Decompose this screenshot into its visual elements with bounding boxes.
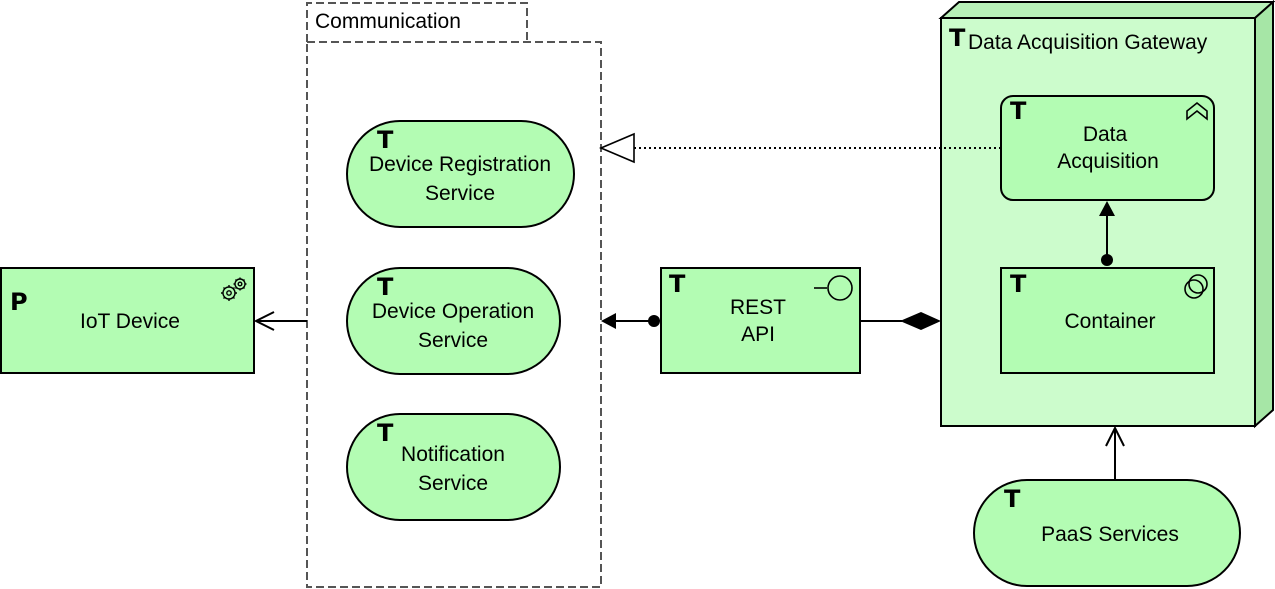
device-registration-label-line1: Device Registration — [369, 153, 551, 176]
iot-device-element[interactable]: P IoT Device — [0, 267, 255, 374]
paas-services-marker: T — [1004, 485, 1021, 513]
device-registration-label-line2: Service — [425, 182, 495, 205]
group-tab — [306, 2, 528, 42]
notification-shape — [346, 413, 561, 521]
paas-services-label: PaaS Services — [1041, 523, 1179, 546]
data-acquisition-marker: T — [1010, 97, 1027, 125]
device-registration-service-element[interactable]: T Device Registration Service — [346, 120, 575, 228]
rest-api-marker: T — [669, 270, 686, 298]
iot-device-label: IoT Device — [80, 310, 180, 333]
data-acquisition-box — [1000, 95, 1215, 201]
device-registration-marker: T — [377, 126, 394, 154]
paas-services-shape — [973, 479, 1241, 587]
rest-api-label-line2: API — [741, 323, 775, 346]
device-operation-marker: T — [377, 273, 394, 301]
interface-lollipop-icon — [814, 275, 853, 301]
serving-relation-paas[interactable] — [1105, 425, 1125, 480]
rest-api-element[interactable]: T REST API — [660, 267, 861, 374]
node-side-face — [1254, 0, 1274, 429]
data-acquisition-label-line1: Data — [1083, 123, 1128, 146]
assignment-relation-rest-api[interactable] — [601, 313, 660, 329]
composition-relation[interactable] — [860, 312, 941, 330]
notification-service-element[interactable]: T Notification Service — [346, 413, 561, 521]
serving-relation-iot[interactable] — [253, 311, 307, 331]
realization-relation[interactable] — [598, 132, 1001, 164]
container-box — [1000, 267, 1215, 374]
node-marker: T — [949, 24, 966, 52]
rest-api-label-line1: REST — [730, 296, 786, 319]
function-chevron-icon — [1186, 101, 1208, 121]
assignment-relation-container[interactable] — [1099, 201, 1115, 266]
iot-device-marker: P — [10, 288, 28, 316]
iot-device-box — [0, 267, 255, 374]
notification-label-line2: Service — [418, 472, 488, 495]
rest-api-box — [660, 267, 861, 374]
container-marker: T — [1010, 270, 1027, 298]
node-label: Data Acquisition Gateway — [968, 31, 1208, 54]
device-operation-shape — [346, 267, 561, 375]
device-operation-service-element[interactable]: T Device Operation Service — [346, 267, 561, 375]
container-element[interactable]: T Container — [1000, 267, 1215, 374]
device-operation-label-line2: Service — [418, 329, 488, 352]
device-registration-shape — [346, 120, 575, 228]
collaboration-circles-icon — [1184, 274, 1208, 299]
notification-marker: T — [377, 419, 394, 447]
notification-label-line1: Notification — [401, 443, 505, 466]
group-label: Communication — [315, 10, 461, 33]
container-label: Container — [1064, 310, 1155, 333]
paas-services-element[interactable]: T PaaS Services — [973, 479, 1241, 587]
data-acquisition-label-line2: Acquisition — [1057, 150, 1159, 173]
data-acquisition-element[interactable]: T Data Acquisition — [1000, 95, 1215, 201]
device-operation-label-line1: Device Operation — [372, 300, 534, 323]
node-top-face — [938, 0, 1275, 19]
gears-icon — [221, 277, 247, 301]
